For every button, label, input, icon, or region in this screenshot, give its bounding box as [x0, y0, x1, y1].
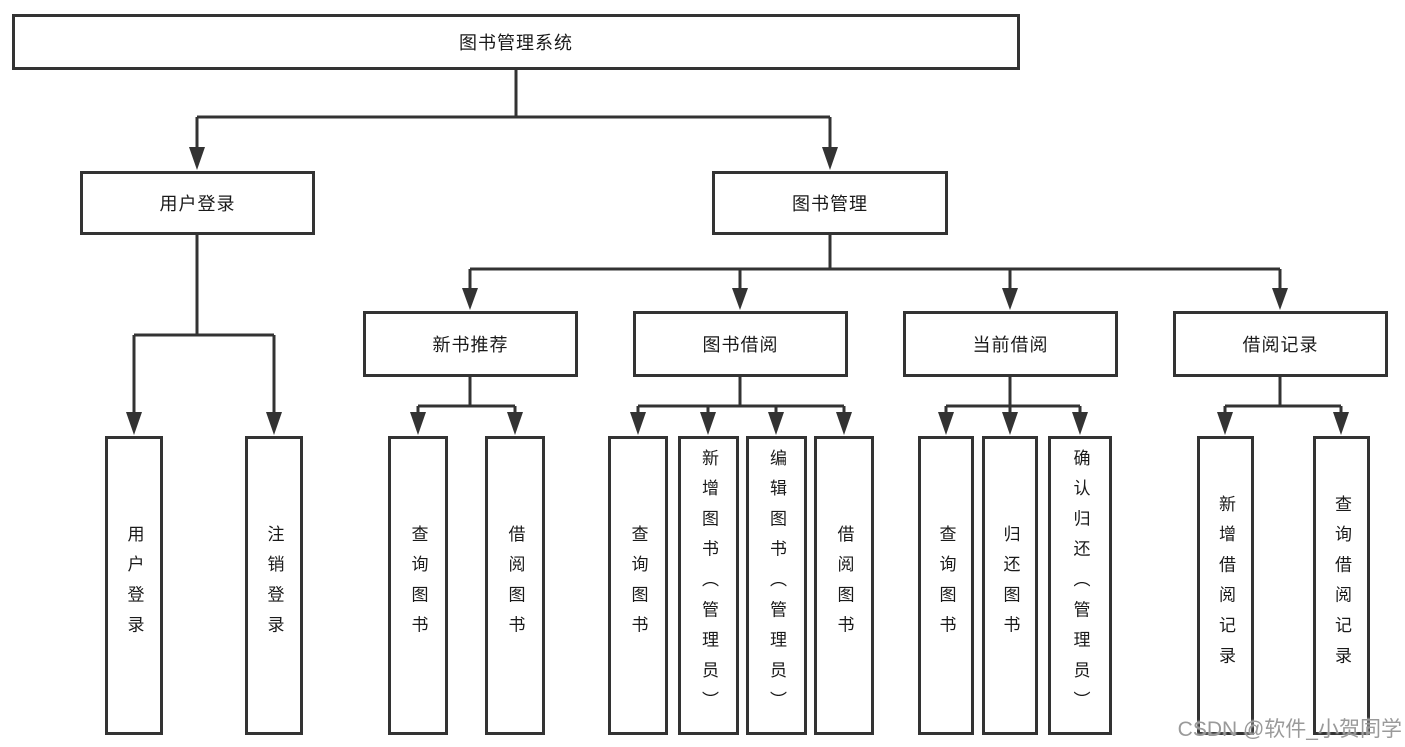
leaf-borrow-books-recommend-label: 借阅图书	[505, 524, 525, 647]
leaf-logout-label: 注销登录	[264, 524, 284, 647]
node-borrowing-records-label: 借阅记录	[1242, 335, 1319, 355]
node-book-borrowing: 图书借阅	[633, 311, 848, 377]
leaf-confirm-return-admin-label: 确认归还（管理员）	[1070, 449, 1090, 722]
leaf-user-login-label: 用户登录	[124, 524, 144, 647]
arrowhead-leaf-login	[126, 412, 142, 435]
leaf-add-books-admin: 新增图书（管理员）	[678, 436, 739, 735]
leaf-user-login: 用户登录	[105, 436, 163, 735]
leaf-add-borrow-record: 新增借阅记录	[1197, 436, 1254, 735]
arrowhead-b4	[836, 412, 852, 435]
leaf-query-borrow-record-label: 查询借阅记录	[1332, 494, 1351, 677]
arrowhead-d1	[1217, 412, 1233, 435]
leaf-return-books-label: 归还图书	[1000, 524, 1020, 647]
leaf-edit-books-admin: 编辑图书（管理员）	[746, 436, 807, 735]
arrowhead-a1	[410, 412, 426, 435]
node-current-borrowing: 当前借阅	[903, 311, 1118, 377]
node-library-system-label: 图书管理系统	[459, 33, 573, 53]
node-borrowing-records: 借阅记录	[1173, 311, 1388, 377]
leaf-confirm-return-admin: 确认归还（管理员）	[1048, 436, 1112, 735]
arrowhead-current-borrow	[1002, 288, 1018, 310]
leaf-query-books-borrowing-label: 查询图书	[628, 524, 648, 647]
node-book-management-label: 图书管理	[792, 194, 868, 214]
arrowhead-a2	[507, 412, 523, 435]
leaf-query-books-current-label: 查询图书	[936, 524, 956, 647]
arrowhead-b2	[700, 412, 716, 435]
arrowhead-new-book	[462, 288, 478, 310]
leaf-query-borrow-record: 查询借阅记录	[1313, 436, 1370, 735]
leaf-borrow-books-borrowing: 借阅图书	[814, 436, 874, 735]
arrowhead-borrow-records	[1272, 288, 1288, 310]
leaf-add-borrow-record-label: 新增借阅记录	[1216, 494, 1235, 677]
node-book-management: 图书管理	[712, 171, 948, 235]
arrowhead-book-borrow	[732, 288, 748, 310]
leaf-query-books-borrowing: 查询图书	[608, 436, 668, 735]
arrowhead-book-mgmt	[822, 147, 838, 170]
arrowhead-leaf-logout	[266, 412, 282, 435]
leaf-borrow-books-recommend: 借阅图书	[485, 436, 545, 735]
node-new-book-recommend-label: 新书推荐	[432, 335, 509, 355]
leaf-borrow-books-borrowing-label: 借阅图书	[834, 524, 854, 647]
arrowhead-c3	[1072, 412, 1088, 435]
arrowhead-b3	[768, 412, 784, 435]
arrowhead-d2	[1333, 412, 1349, 435]
node-user-login-branch-label: 用户登录	[159, 194, 236, 214]
node-new-book-recommend: 新书推荐	[363, 311, 578, 377]
arrowhead-b1	[630, 412, 646, 435]
node-book-borrowing-label: 图书借阅	[702, 335, 779, 355]
node-library-system: 图书管理系统	[12, 14, 1020, 70]
node-user-login-branch: 用户登录	[80, 171, 315, 235]
csdn-watermark: CSDN @软件_小贺同学	[1177, 718, 1402, 741]
leaf-query-books-recommend-label: 查询图书	[408, 524, 428, 647]
arrowhead-user-login	[189, 147, 205, 170]
arrowhead-c1	[938, 412, 954, 435]
leaf-add-books-admin-label: 新增图书（管理员）	[699, 449, 718, 722]
arrowhead-c2	[1002, 412, 1018, 435]
leaf-return-books: 归还图书	[982, 436, 1038, 735]
node-current-borrowing-label: 当前借阅	[972, 335, 1049, 355]
leaf-edit-books-admin-label: 编辑图书（管理员）	[767, 449, 786, 722]
leaf-query-books-current: 查询图书	[918, 436, 974, 735]
leaf-logout: 注销登录	[245, 436, 303, 735]
leaf-query-books-recommend: 查询图书	[388, 436, 448, 735]
